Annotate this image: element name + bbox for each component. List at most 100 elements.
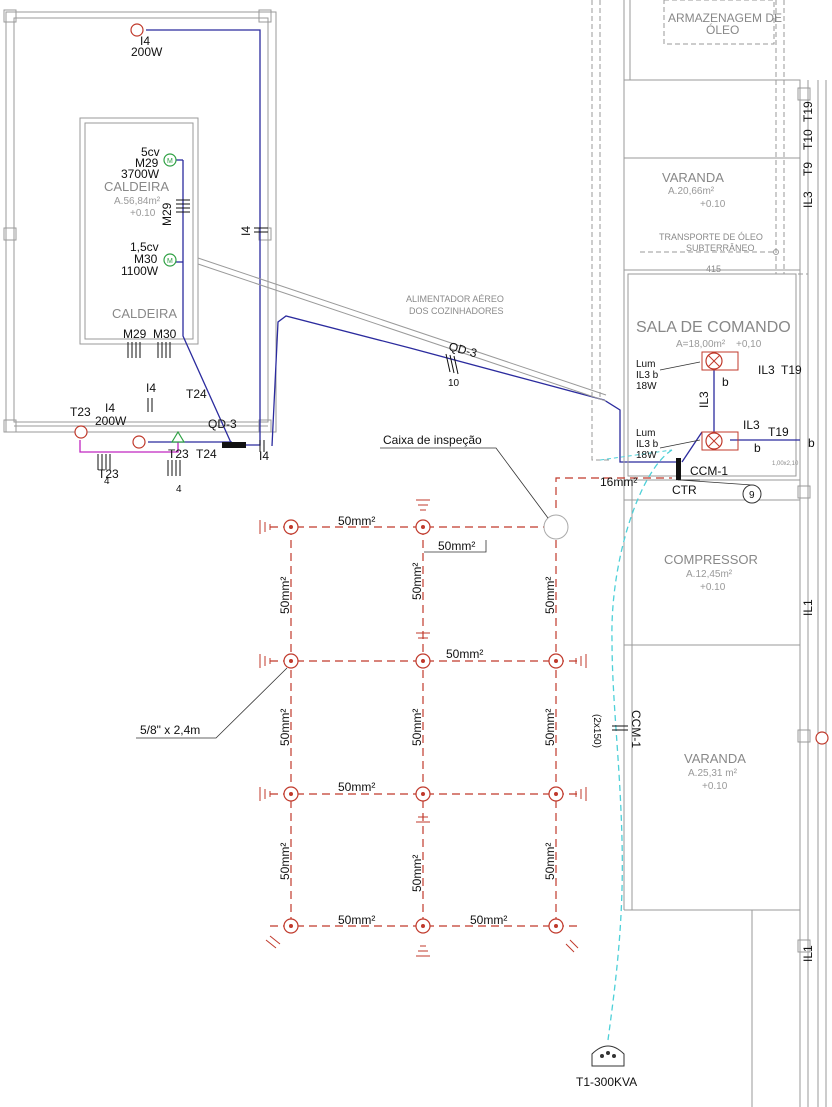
label-t9-side: T9 [801,162,815,176]
motor-m30-power: 1,5cv [130,240,159,254]
room-sala: SALA DE COMANDO [636,319,791,336]
inspection-box [543,514,569,540]
outlet-symbols [74,23,829,745]
room-transporte-1: TRANSPORTE DE ÓLEO [659,232,763,242]
room-varanda-2: VARANDA [684,751,746,766]
label-200w-top: 200W [131,45,163,59]
feeder-to-box [599,449,673,461]
label-transformer: T1-300KVA [576,1075,637,1089]
motor-m29-symbol: M [163,153,177,167]
text-layer: I4 200W 5cv M29 3700W CALDEIRA A.56,84m²… [70,11,815,1089]
ground-v6: 50mm² [543,709,557,746]
lum2-a: Lum [636,428,655,439]
label-il3-side: IL3 [801,191,815,208]
ground-h5: 50mm² [338,913,375,927]
caldeira-circuit [146,29,261,446]
label-b2: b [754,441,761,455]
dashed-outlines [591,0,808,461]
transport-marker [773,249,779,255]
label-alimentador-2: DOS COZINHADORES [409,306,504,316]
svg-text:M: M [167,258,173,265]
ground-h3: 50mm² [446,647,483,661]
label-rod: 5/8" x 2,4m [140,723,200,737]
label-2x150: (2x150) [591,714,602,748]
motor-m29-label: M29 [123,327,147,341]
room-caldeira-1-level: +0.10 [130,208,156,219]
label-il1-side: IL1 [801,599,815,616]
label-ctr: CTR [672,483,697,497]
motor-m29-power: 5cv [141,145,160,159]
motor-m30-name: M30 [134,252,158,266]
label-t24: T24 [186,387,207,401]
ground-h1: 50mm² [338,514,375,528]
room-415: 415 [706,264,721,274]
lum1-a: Lum [636,359,655,370]
lum1-c: 18W [636,381,657,392]
label-16mm: 16mm² [600,475,637,489]
ground-v7: 50mm² [278,843,292,880]
label-b1: b [722,375,729,389]
motor-m30-label: M30 [153,327,177,341]
label-ccm1: CCM-1 [690,464,728,478]
label-ten: 10 [448,378,460,389]
room-compressor-level: +0.10 [700,582,726,593]
label-200w-lower: 200W [95,414,127,428]
label-t23-c: T23 [168,447,189,461]
ground-h2: 50mm² [438,539,475,553]
ground-v8: 50mm² [410,855,424,892]
ground-rod-cores [289,525,558,928]
room-transporte-2: SUBTERRÂNEO [686,243,755,253]
luminaire-2 [701,431,739,451]
label-i4-lower-a: I4 [146,381,156,395]
label-caixa: Caixa de inspeção [383,433,482,447]
ctr-leader [679,479,753,486]
label-il3-r: IL3 [758,363,775,377]
qd3-panel [222,442,246,448]
room-compressor: COMPRESSOR [664,552,758,567]
label-i4-top: I4 [140,34,150,48]
label-il3-vertical: IL3 [697,391,711,408]
ground-v5: 50mm² [410,709,424,746]
ground-v2: 50mm² [410,563,424,600]
ground-v4: 50mm² [278,709,292,746]
feeder-alimentador [197,257,680,463]
label-t24-c: T24 [196,447,217,461]
lum2-b: IL3 b [636,439,659,450]
sala-circuit [681,370,800,463]
svg-text:M: M [167,158,173,165]
label-il3-r2: IL3 [743,418,760,432]
room-varanda-1-level: +0.10 [700,199,726,210]
label-il1-side-2: IL1 [801,945,815,962]
label-ccm1-cable: CCM-1 [629,710,643,748]
room-sala-level: +0,10 [736,339,762,350]
ground-h4: 50mm² [338,780,375,794]
right-building-walls [623,0,827,1107]
ground-v1: 50mm² [278,577,292,614]
label-four-b: 4 [176,484,182,495]
motor-m29-watts: 3700W [121,167,160,181]
label-t19-r2: T19 [768,425,789,439]
room-varanda-2-level: +0.10 [702,781,728,792]
room-sala-area: A=18,00m² [676,339,726,350]
grounding-mesh [270,477,672,927]
label-circle-9: 9 [749,490,755,501]
room-caldeira-2: CALDEIRA [112,306,177,321]
lum2-c: 18W [636,450,657,461]
room-caldeira-1-area: A.56,84m² [114,196,161,207]
motor-m30-symbol: M [163,253,177,267]
ground-h6: 50mm² [470,913,507,927]
room-compressor-area: A.12,45m² [686,569,733,580]
room-varanda-1: VARANDA [662,170,724,185]
caldeira-building-walls [3,9,277,433]
label-dim: 1,00x2,10 [772,461,799,467]
room-armazenagem-2: ÓLEO [706,22,739,37]
ccm1-panel [676,458,681,480]
label-t10-side: T10 [801,129,815,150]
ground-v9: 50mm² [543,843,557,880]
label-i4-qd: I4 [259,449,269,463]
room-caldeira-1: CALDEIRA [104,179,169,194]
motor-m29-name: M29 [135,156,159,170]
motor-m29-vertical: M29 [160,202,174,226]
luminaire-1 [701,351,739,371]
